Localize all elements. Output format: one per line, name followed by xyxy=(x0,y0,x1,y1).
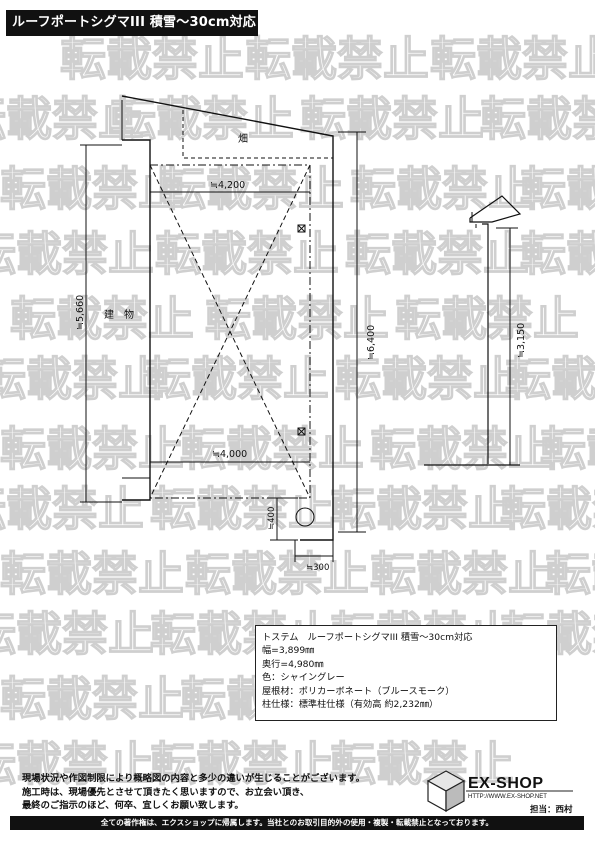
watermark-text: 転載禁止 xyxy=(0,162,184,216)
roof-diagonal-2 xyxy=(149,164,311,499)
watermark-text: 転載禁止 xyxy=(0,227,154,281)
watermark-text: 転載禁止 xyxy=(345,227,529,281)
watermark-text: 転載禁止 xyxy=(150,737,334,791)
watermark-text: 転載禁止 xyxy=(0,672,184,726)
spec-color: 色：シャイングレー xyxy=(262,672,345,684)
watermark-text: 転載禁止 xyxy=(520,162,595,216)
carport-roof xyxy=(149,164,311,499)
field-boundary xyxy=(182,110,333,159)
watermark-text: 転載禁止 xyxy=(350,162,534,216)
side-elevation-post xyxy=(482,223,489,464)
copyright-footer: 全ての著作権は、エクスショップに帰属します。当社とのお取引目的外の使用・複製・転… xyxy=(10,816,584,830)
post-bottom xyxy=(297,427,306,436)
watermark-text: 転載禁止 xyxy=(500,482,595,536)
watermark-text: 転載禁止 xyxy=(0,482,144,536)
field-label: 畑 xyxy=(238,132,248,145)
watermark-text: 転載禁止 xyxy=(110,92,294,146)
staff-label: 担当：西村 xyxy=(530,805,573,815)
watermark-text: 転載禁止 xyxy=(330,737,514,791)
watermark-text: 転載禁止 xyxy=(185,547,369,601)
watermark-text: 転載禁止 xyxy=(205,292,389,346)
watermark-text: 転載禁止 xyxy=(145,352,329,406)
dim-bottom-width: ≒4,000 xyxy=(212,449,247,460)
watermark-text: 転載禁止 xyxy=(395,292,579,346)
watermark-text: 転載禁止 xyxy=(370,422,554,476)
watermark-text: 転載禁止 xyxy=(370,547,554,601)
dim-offset-horizontal: ≒300 xyxy=(306,563,329,573)
watermark-text: 転載禁止 xyxy=(155,227,339,281)
manhole-circle xyxy=(295,507,315,527)
ex-shop-logo-icon xyxy=(426,770,573,813)
watermark-text: 転載禁止 xyxy=(520,227,595,281)
watermark-text: 転載禁止 xyxy=(0,737,154,791)
spec-post: 柱仕様：標準柱仕様（有効高 約2,232㎜） xyxy=(262,699,439,711)
watermark-text: 転載禁止 xyxy=(430,32,595,86)
dim-top-width: ≒4,200 xyxy=(210,180,245,191)
watermark-text: 転載禁止 xyxy=(60,32,244,86)
spec-depth: 奥行=4,980㎜ xyxy=(262,658,324,670)
building-label: 建 物 xyxy=(104,308,134,321)
property-boundary xyxy=(121,95,334,541)
watermark-text: 転載禁止 xyxy=(335,352,519,406)
watermark-text: 転載禁止 xyxy=(540,422,595,476)
note-line-2: 施工時は、現場優先とさせて頂きたく思いますので、お立会い頂き、 xyxy=(22,786,310,798)
building-wall xyxy=(122,139,151,501)
post-top xyxy=(297,224,306,233)
watermark-text: 転載禁止 xyxy=(0,547,184,601)
watermark-text: 転載禁止 xyxy=(545,547,595,601)
watermark-text: 転載禁止 xyxy=(505,352,595,406)
watermark-text: 転載禁止 xyxy=(0,422,184,476)
watermark-text: 転載禁止 xyxy=(245,32,429,86)
note-line-3: 最終のご指示のほど、何卒、宜しくお願い致します。 xyxy=(22,800,244,811)
watermark-text: 転載禁止 xyxy=(150,482,334,536)
dim-left-depth: ≒5,660 xyxy=(75,295,86,330)
watermark-text: 転載禁止 xyxy=(300,92,484,146)
logo-url: HTTP://WWW.EX-SHOP.NET xyxy=(468,794,547,800)
watermark-text: 転載禁止 xyxy=(160,162,344,216)
watermark-text: 転載禁止 xyxy=(10,292,194,346)
watermark-text: 転載禁止 xyxy=(0,352,164,406)
watermark-text: 転載禁止 xyxy=(480,92,595,146)
page-title: ルーフポートシグマIII 積雪～30cm対応 xyxy=(6,10,258,36)
watermark-text: 転載禁止 xyxy=(180,422,364,476)
watermark-text: 転載禁止 xyxy=(0,92,144,146)
watermark-text: 転載禁止 xyxy=(0,607,154,661)
dim-offset-vertical: ≒400 xyxy=(267,507,277,530)
notes: 現場状況や作図制限により概略図の内容と多少の違いが生じることがございます。 施工… xyxy=(22,772,412,813)
dim-side-height: ≒3,150 xyxy=(516,323,527,358)
side-elevation-roof xyxy=(469,195,522,223)
logo-name: EX-SHOP xyxy=(468,775,544,792)
spec-roof-material: 屋根材：ポリカーボネート（ブルースモーク） xyxy=(262,685,455,697)
note-line-1: 現場状況や作図制限により概略図の内容と多少の違いが生じることがございます。 xyxy=(22,773,365,784)
watermark-text: 転載禁止 xyxy=(330,482,514,536)
spec-width: 幅=3,899㎜ xyxy=(262,645,315,657)
spec-box: トステム ルーフポートシグマIII 積雪～30cm対応 幅=3,899㎜ 奥行=… xyxy=(255,625,557,721)
dim-right-depth: ≒6,400 xyxy=(366,325,377,360)
spec-product: トステム ルーフポートシグマIII 積雪～30cm対応 xyxy=(262,632,473,643)
